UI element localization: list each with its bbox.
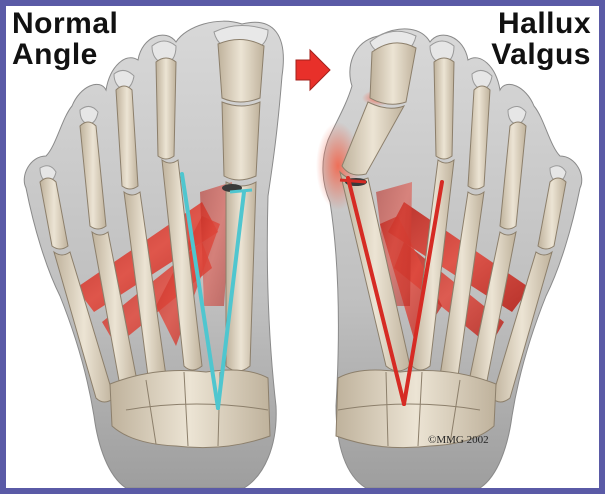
figure-frame: Normal Angle Hallux Valgus ©MMG 2002: [6, 6, 599, 488]
right-angle-cap: [340, 180, 366, 182]
left-bone-toe2: [156, 58, 176, 159]
left-foot: [24, 21, 283, 488]
left-bone-hallux-proximal: [222, 102, 260, 180]
left-bone-hallux-distal: [218, 39, 264, 102]
normal-angle-title: Normal Angle: [12, 8, 118, 70]
right-foot: [316, 29, 582, 488]
hallux-valgus-title: Hallux Valgus: [491, 8, 591, 70]
copyright-notice: ©MMG 2002: [428, 434, 489, 446]
left-angle-cap: [230, 190, 252, 192]
normal-angle-title-line2: Angle: [12, 39, 118, 70]
hallux-valgus-title-line2: Valgus: [491, 39, 591, 70]
normal-angle-title-line1: Normal: [12, 8, 118, 39]
right-arrow-icon: [296, 50, 330, 90]
foot-illustration: [6, 6, 599, 488]
hallux-valgus-title-line1: Hallux: [491, 8, 591, 39]
right-bone-toe2: [434, 58, 454, 159]
